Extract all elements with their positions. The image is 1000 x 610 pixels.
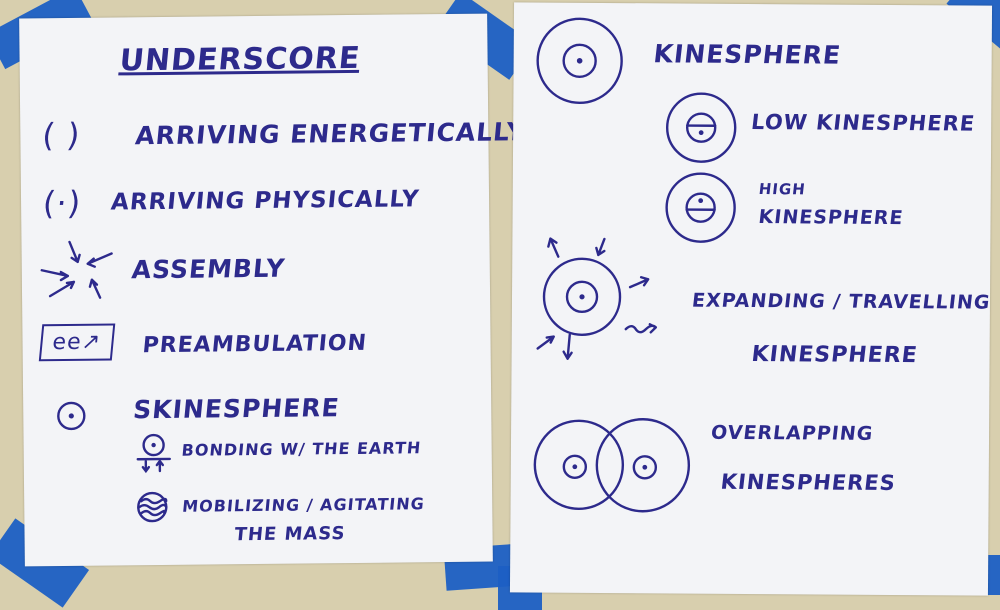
preambulation-label: PREAMBULATION	[141, 330, 369, 359]
underscore-title: UNDERSCORE	[117, 40, 362, 79]
overlapping-label-line1: OVERLAPPING	[709, 421, 875, 445]
expanding-label-line1: EXPANDING / TRAVELLING	[690, 289, 992, 314]
mobilizing-mass-icon	[137, 491, 168, 523]
left-sheet: UNDERSCORE ( ) ARRIVING ENERGETICALLY (·…	[19, 13, 527, 567]
kinesphere-label: KINESPHERE	[652, 39, 843, 70]
overlapping-label-line2: KINESPHERES	[719, 469, 898, 496]
skinesphere-circle-icon	[57, 401, 86, 431]
kinesphere-icon	[536, 17, 623, 104]
expanding-kinesphere-icon	[536, 237, 657, 360]
bonding-earth-icon	[136, 433, 171, 474]
arriving-energetically-label: ARRIVING ENERGETICALLY	[134, 117, 527, 151]
skinesphere-label: SKINESPHERE	[131, 393, 341, 425]
preambulation-symbol: ee↗	[38, 323, 115, 362]
mobilizing-label-line2: THE MASS	[233, 523, 347, 546]
assembly-arrows-icon	[40, 240, 113, 299]
high-kinesphere-icon	[665, 172, 736, 243]
arriving-energetically-symbol: ( )	[40, 115, 83, 155]
high-kinesphere-label-line2: KINESPHERE	[757, 206, 905, 230]
low-kinesphere-icon	[665, 92, 737, 163]
arriving-physically-label: ARRIVING PHYSICALLY	[109, 186, 421, 216]
high-kinesphere-label-line1: HIGH	[757, 180, 807, 199]
low-kinesphere-label: LOW KINESPHERE	[749, 110, 977, 136]
expanding-label-line2: KINESPHERE	[750, 342, 920, 369]
arriving-physically-symbol: (·)	[41, 183, 84, 223]
right-sheet: KINESPHERE LOW KINESPHERE HIGH KINESPHER…	[509, 2, 993, 596]
overlapping-kinespheres-icon	[533, 418, 691, 513]
mobilizing-label-line1: MOBILIZING / AGITATING	[181, 494, 426, 516]
bonding-earth-label: BONDING W/ THE EARTH	[180, 438, 423, 460]
assembly-label: ASSEMBLY	[130, 253, 287, 285]
